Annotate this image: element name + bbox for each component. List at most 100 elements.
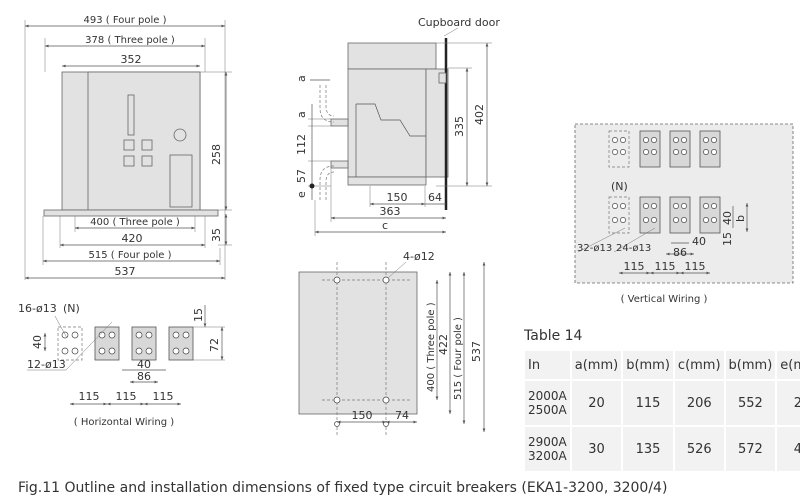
terminal-hole (612, 137, 618, 143)
vertical-pitch-1: 115 (624, 260, 645, 273)
terminal-hole (681, 217, 687, 223)
dim-c: c (382, 219, 388, 232)
figure-caption: Fig.11 Outline and installation dimensio… (18, 480, 668, 496)
horizontal-pitch-1: 115 (79, 390, 100, 403)
horizontal-dim-86: 86 (137, 370, 151, 383)
horizontal-wiring: 16-ø13 (N) 12-ø13 40 15 72 40 86 115 115… (18, 302, 225, 428)
vertical-dim-86: 86 (673, 246, 687, 259)
terminal-hole (108, 331, 116, 339)
cell-b: 115 (623, 381, 673, 425)
horizontal-holes-16: 16-ø13 (18, 302, 57, 315)
dim-57: 57 (295, 169, 308, 183)
in-value-2: 3200A (528, 449, 567, 463)
dim-402: 402 (473, 104, 486, 125)
terminal-hole (651, 137, 657, 143)
dim-420: 420 (122, 232, 143, 245)
dim-363: 363 (380, 205, 401, 218)
dim-a-mid: a (295, 111, 308, 118)
plate-dim-74: 74 (395, 409, 409, 422)
base-flange (43, 209, 219, 217)
terminal-hole (643, 137, 649, 143)
vertical-holes-32: 32-ø13 (577, 243, 612, 254)
terminal-top (330, 118, 349, 127)
plate (298, 271, 418, 415)
dim-400: 400 ( Three pole ) (90, 217, 180, 228)
terminal-hole (711, 203, 717, 209)
terminal-hole (673, 137, 679, 143)
vertical-dim-40v: 40 (721, 211, 734, 225)
dim-a-top: a (295, 75, 308, 82)
terminal-hole (711, 217, 717, 223)
terminal-hole (681, 149, 687, 155)
cell-b2: 572 (725, 427, 776, 471)
terminal-hole (172, 347, 180, 355)
terminal-hole (71, 347, 79, 355)
terminal-hole (620, 203, 626, 209)
cell-e: 23 (777, 381, 800, 425)
cupboard-door-label: Cupboard door (418, 16, 500, 29)
terminal-hole (145, 347, 153, 355)
col-a: a(mm) (571, 351, 622, 379)
col-in: In (525, 351, 570, 379)
in-value-1: 2000A (528, 389, 567, 403)
dim-64: 64 (428, 191, 442, 204)
dimensions-table: In a(mm) b(mm) c(mm) b(mm) e(mm) 2000A25… (523, 349, 800, 473)
dim-258: 258 (210, 144, 223, 165)
slot (127, 94, 135, 136)
horizontal-dim-72: 72 (208, 338, 221, 352)
dim-35: 35 (210, 228, 223, 242)
terminal-hole (612, 217, 618, 223)
cell-b2: 552 (725, 381, 776, 425)
table-title: Table 14 (524, 328, 583, 344)
terminal-hole (182, 331, 190, 339)
dim-352: 352 (121, 53, 142, 66)
terminal-hole (612, 149, 618, 155)
button-4 (141, 155, 153, 167)
terminal-hole (135, 331, 143, 339)
plate-dim-150: 150 (352, 409, 373, 422)
dim-537: 537 (115, 265, 136, 278)
horizontal-pitch-2: 115 (116, 390, 137, 403)
terminal-hole (643, 203, 649, 209)
door-hinge (438, 72, 447, 84)
vertical-wiring-caption: ( Vertical Wiring ) (621, 294, 708, 305)
vertical-dim-b: b (734, 215, 747, 222)
vertical-pitch-2: 115 (655, 260, 676, 273)
terminal-hole (620, 217, 626, 223)
vertical-wiring: (N) 32-ø13 24-ø13 40 86 115 115 115 40 b… (574, 123, 794, 305)
mounting-plate: 4-ø12 400 ( Three pole ) 422 515 ( Four … (298, 250, 486, 436)
side-view: Cupboard door 402 335 a a 112 57 e 150 6… (295, 16, 500, 236)
terminal-hole (711, 149, 717, 155)
vertical-pitch-3: 115 (685, 260, 706, 273)
terminal-hole (620, 149, 626, 155)
indicator-circle (173, 128, 187, 142)
horizontal-dim-40v: 40 (31, 335, 44, 349)
terminal-hole (98, 331, 106, 339)
terminal-hole (703, 203, 709, 209)
side-body (347, 68, 427, 178)
terminal-hole (703, 137, 709, 143)
terminal-hole (703, 149, 709, 155)
horizontal-wiring-caption: ( Horizontal Wiring ) (74, 417, 175, 428)
terminal-hole (651, 203, 657, 209)
cell-e: 43 (777, 427, 800, 471)
col-e: e(mm) (777, 351, 800, 379)
button-2 (141, 139, 153, 151)
dim-493: 493 ( Four pole ) (84, 15, 167, 26)
col-b: b(mm) (623, 351, 673, 379)
vertical-holes-24: 24-ø13 (616, 243, 651, 254)
side-front (425, 68, 449, 178)
terminal-bottom (330, 160, 349, 169)
in-value-1: 2900A (528, 435, 567, 449)
terminal-hole (651, 149, 657, 155)
vertical-neutral-label: (N) (611, 180, 628, 193)
terminal-hole (673, 149, 679, 155)
horizontal-dim-40h: 40 (137, 358, 151, 371)
terminal-hole (182, 347, 190, 355)
cell-c: 526 (674, 427, 724, 471)
terminal-hole (681, 203, 687, 209)
terminal-hole (71, 331, 79, 339)
